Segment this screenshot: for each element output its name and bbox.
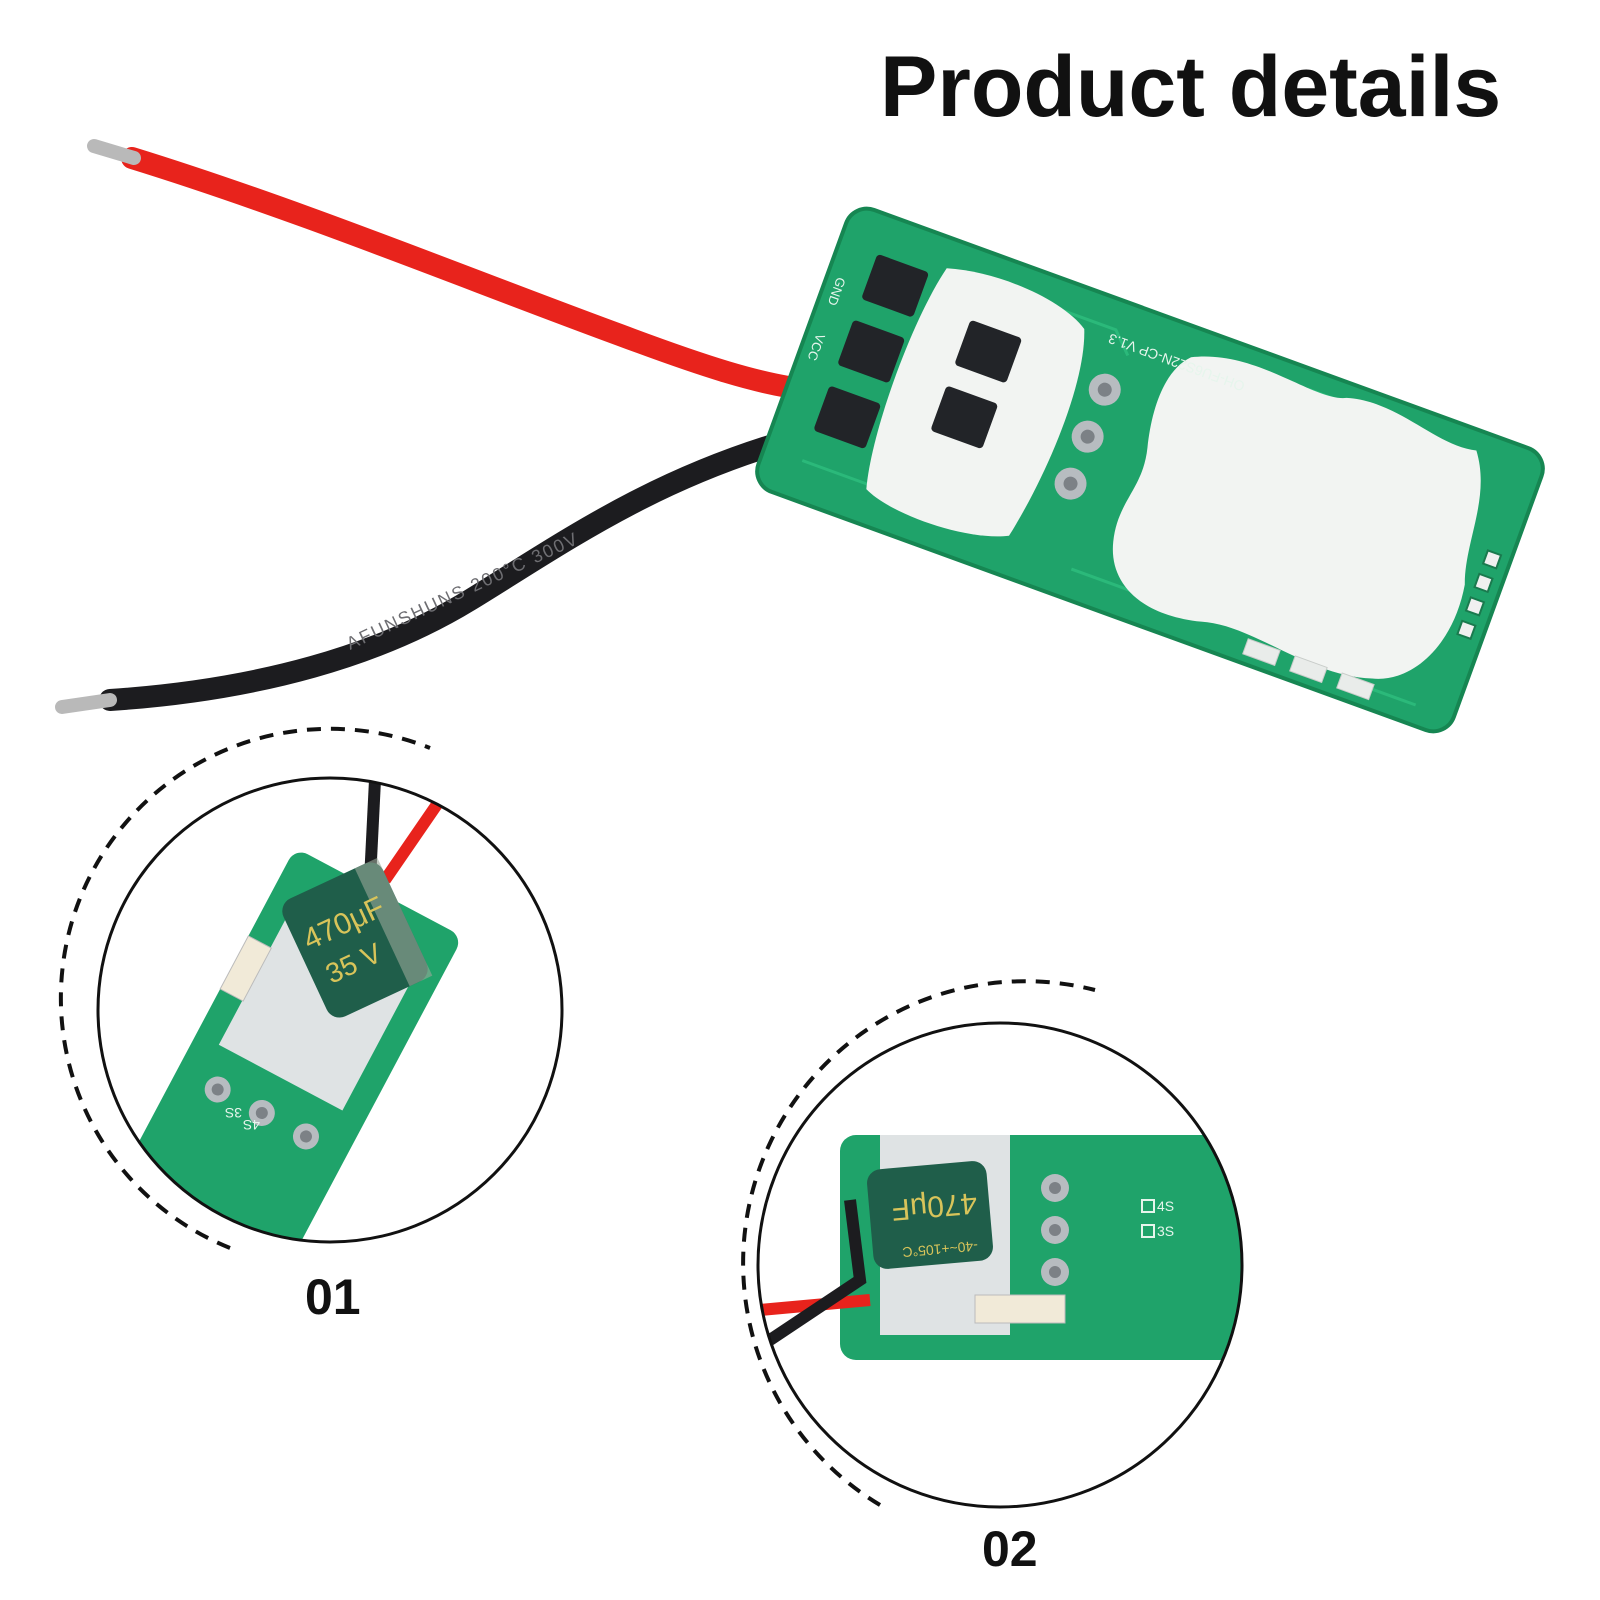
detail-02-dashed-arc	[741, 979, 1096, 1507]
solder-pads	[1054, 373, 1121, 500]
page-title: Product details	[880, 39, 1502, 135]
detail-01-marking-3s: 3S	[225, 1105, 242, 1121]
status-leds	[1242, 638, 1375, 701]
black-wire-tip	[55, 693, 117, 714]
detail-01-circle	[96, 776, 564, 1244]
detail-02-marking-3s: 3S	[1157, 1223, 1174, 1239]
detail-02-capacitor	[867, 1161, 993, 1269]
mosfet-chips	[814, 254, 1022, 449]
red-wire-tip	[87, 139, 141, 165]
detail-01: 470μF 35 V 3S 4S	[58, 726, 564, 1250]
detail-01-dashed-arc	[58, 726, 431, 1250]
main-board-assembly: AFUNSHUNS 200°C 300V	[55, 139, 1545, 734]
detail-02-marking-4s: 4S	[1157, 1198, 1174, 1214]
detail-01-red-wire	[380, 796, 445, 884]
detail-02-circle	[756, 1021, 1244, 1509]
detail-02-cap-side-text: -40~+105°C	[902, 1238, 979, 1261]
wire-marking: AFUNSHUNS 200°C 300V	[343, 528, 582, 654]
detail-01-marking-4s: 4S	[243, 1117, 260, 1133]
detail-02: 470μF -40~+105°C 4S 3S	[741, 979, 1244, 1509]
detail-02-label: 02	[982, 1521, 1038, 1577]
black-wire	[99, 429, 801, 711]
detail-02-connector	[974, 1294, 1066, 1324]
red-wire	[121, 147, 821, 401]
silicone-right	[1112, 356, 1481, 679]
detail-02-black-wire	[766, 1199, 867, 1345]
pin-header	[1456, 549, 1503, 641]
detail-02-cap-value: 470μF	[890, 1186, 978, 1226]
detail-01-label: 01	[305, 1269, 361, 1325]
